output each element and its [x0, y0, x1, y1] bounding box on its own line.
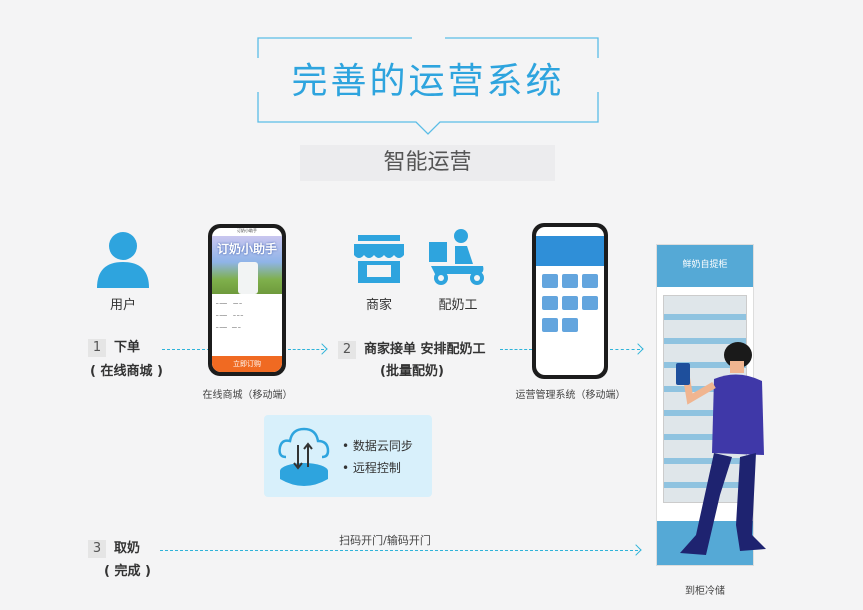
ops-caption: 运营管理系统（移动端）: [515, 390, 626, 401]
flow-line: [288, 349, 324, 350]
title-frame: [257, 37, 599, 135]
flow-line: [162, 349, 210, 350]
order-now-button[interactable]: 立即订购: [212, 356, 282, 372]
flow-line: [610, 349, 640, 350]
delivery-scooter-icon: [429, 229, 484, 285]
courier-label: 配奶工: [438, 298, 478, 313]
flow-line: [160, 550, 638, 551]
cloud-item: • 远程控制: [342, 461, 401, 475]
cabinet-caption: 到柜冷储: [685, 586, 725, 597]
step-1-detail: ( 在线商城 ): [90, 364, 163, 379]
merchant-label: 商家: [365, 298, 392, 313]
step-3-detail: ( 完成 ): [104, 564, 151, 579]
arrow-icon: [630, 544, 642, 556]
mall-banner: 订奶小助手: [212, 236, 282, 294]
person-illustration: [676, 342, 766, 555]
pickup-method-label: 扫码开门/输码开门: [339, 534, 431, 547]
arrow-icon: [632, 343, 644, 355]
cloud-sync-icon: [278, 427, 330, 486]
step-2-detail: (批量配奶): [380, 364, 444, 379]
mall-caption: 在线商城（移动端）: [202, 390, 293, 401]
arrow-icon: [316, 343, 328, 355]
ops-banner: [536, 236, 604, 266]
cloud-item: • 数据云同步: [342, 439, 413, 453]
user-icon: [97, 232, 149, 288]
ops-phone: [532, 223, 608, 379]
mall-phone: 订奶小助手 订奶小助手 ━ ━━━ ━━ ━━ ━━━ ━ ━ ━━ ━━━ ━…: [208, 224, 286, 376]
flow-line: [500, 349, 532, 350]
user-label: 用户: [109, 298, 136, 313]
page-title: 完善的运营系统: [291, 61, 565, 102]
cloud-sync-panel: • 数据云同步 • 远程控制: [264, 415, 432, 497]
page-subtitle: 智能运营: [300, 145, 555, 181]
store-icon: [354, 235, 404, 283]
